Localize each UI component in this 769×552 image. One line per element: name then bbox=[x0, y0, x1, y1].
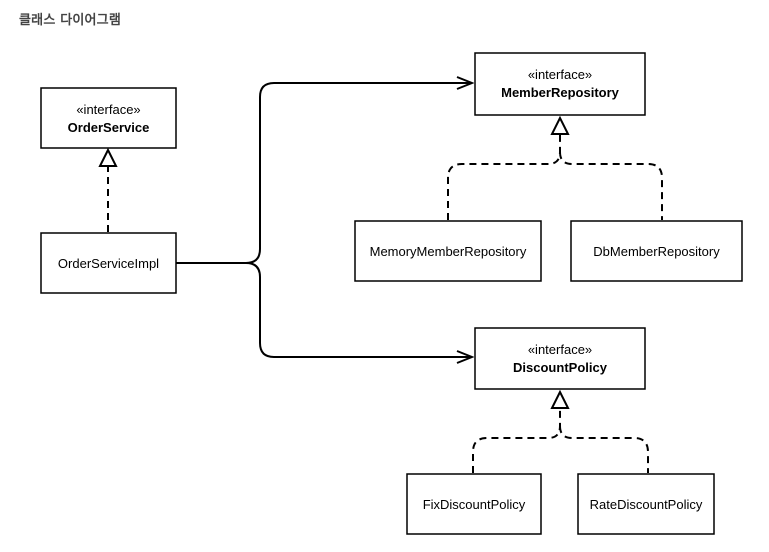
class-name: MemberRepository bbox=[501, 85, 620, 100]
class-box-discount-policy: «interface» DiscountPolicy bbox=[474, 327, 646, 390]
realization-arrowhead-discount-policy bbox=[550, 389, 570, 409]
class-box-order-service-impl: OrderServiceImpl bbox=[40, 232, 177, 294]
class-name: FixDiscountPolicy bbox=[423, 497, 526, 512]
realization-arrowhead-order-service bbox=[98, 147, 118, 167]
class-box-fix-discount-policy: FixDiscountPolicy bbox=[406, 473, 542, 535]
class-name: MemoryMemberRepository bbox=[370, 244, 527, 259]
class-name: RateDiscountPolicy bbox=[590, 497, 703, 512]
class-box-memory-member-repository: MemoryMemberRepository bbox=[354, 220, 542, 282]
class-box-order-service: «interface» OrderService bbox=[40, 87, 177, 149]
stereotype-label: «interface» bbox=[528, 67, 592, 82]
class-box-member-repository: «interface» MemberRepository bbox=[474, 52, 646, 116]
class-name: DiscountPolicy bbox=[513, 360, 608, 375]
class-box-db-member-repository: DbMemberRepository bbox=[570, 220, 743, 282]
class-name: DbMemberRepository bbox=[593, 244, 720, 259]
class-box-rate-discount-policy: RateDiscountPolicy bbox=[577, 473, 715, 535]
class-name: OrderService bbox=[68, 120, 150, 135]
association-arrow-discount-policy bbox=[245, 262, 472, 357]
realization-arrowhead-member-repository bbox=[550, 115, 570, 135]
association-arrow-member-repository bbox=[176, 83, 472, 264]
realization-lines-discount-policy bbox=[472, 408, 649, 473]
class-name: OrderServiceImpl bbox=[58, 256, 159, 271]
realization-lines-member-repository bbox=[447, 134, 663, 220]
stereotype-label: «interface» bbox=[76, 102, 140, 117]
stereotype-label: «interface» bbox=[528, 342, 592, 357]
page-title: 클래스 다이어그램 bbox=[19, 13, 122, 28]
